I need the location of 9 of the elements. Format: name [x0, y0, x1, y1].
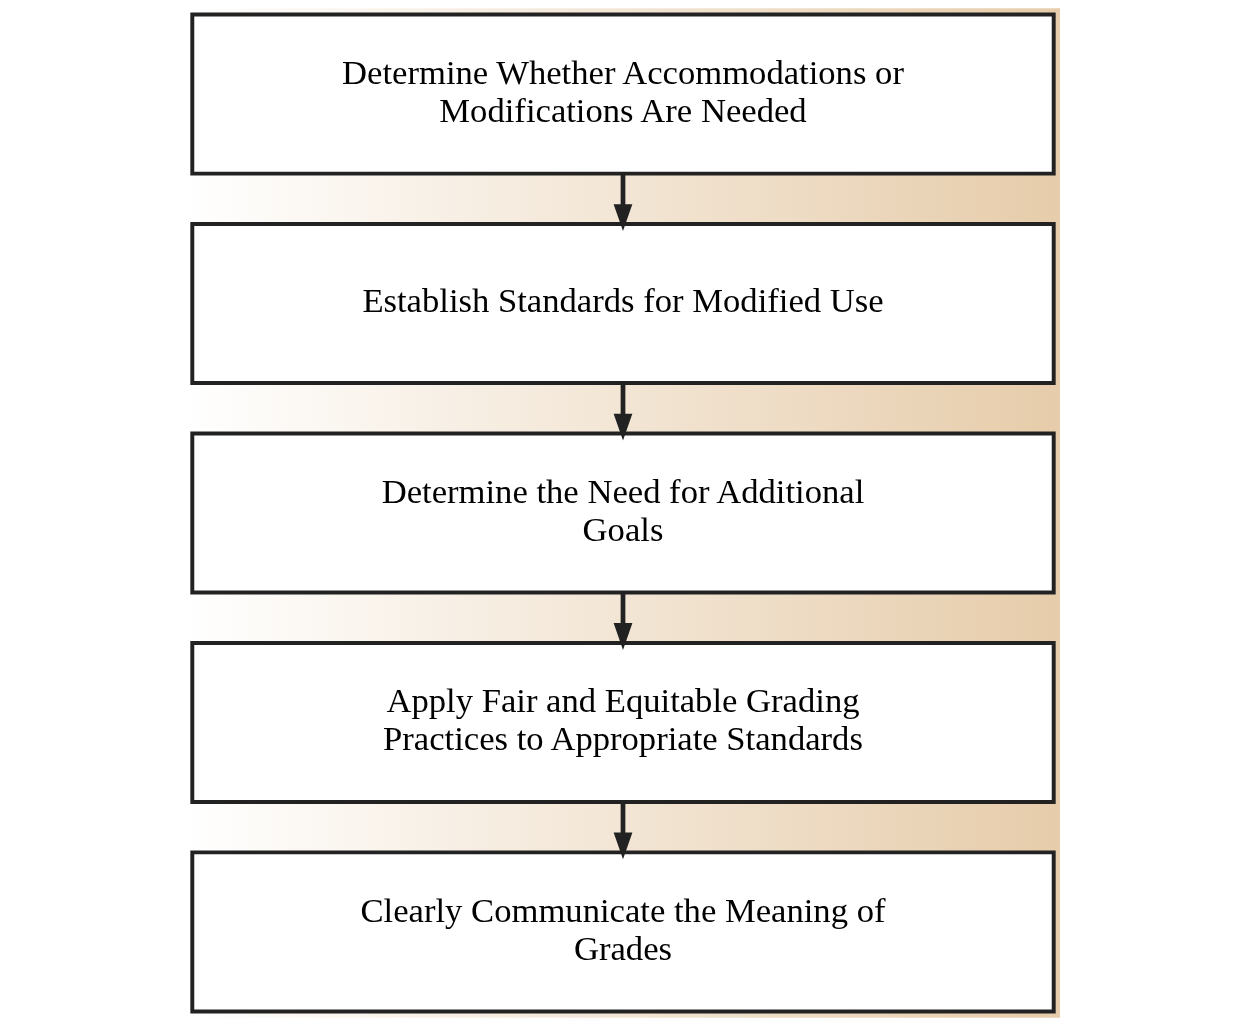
arrow [613, 802, 632, 860]
arrow [613, 173, 632, 231]
node-box: Apply Fair and Equitable Grading Practices to Appropriate Standards [189, 640, 1056, 804]
node-box: Determine Whether Accommodations or Modifications Are Needed [189, 12, 1056, 176]
node-box: Determine the Need for Additional Goals [189, 431, 1056, 595]
arrow [613, 592, 632, 650]
arrow [613, 383, 632, 441]
node-box: Establish Standards for Modified Use [189, 222, 1056, 386]
node-box: Clearly Communicate the Meaning of Grades [189, 850, 1056, 1014]
